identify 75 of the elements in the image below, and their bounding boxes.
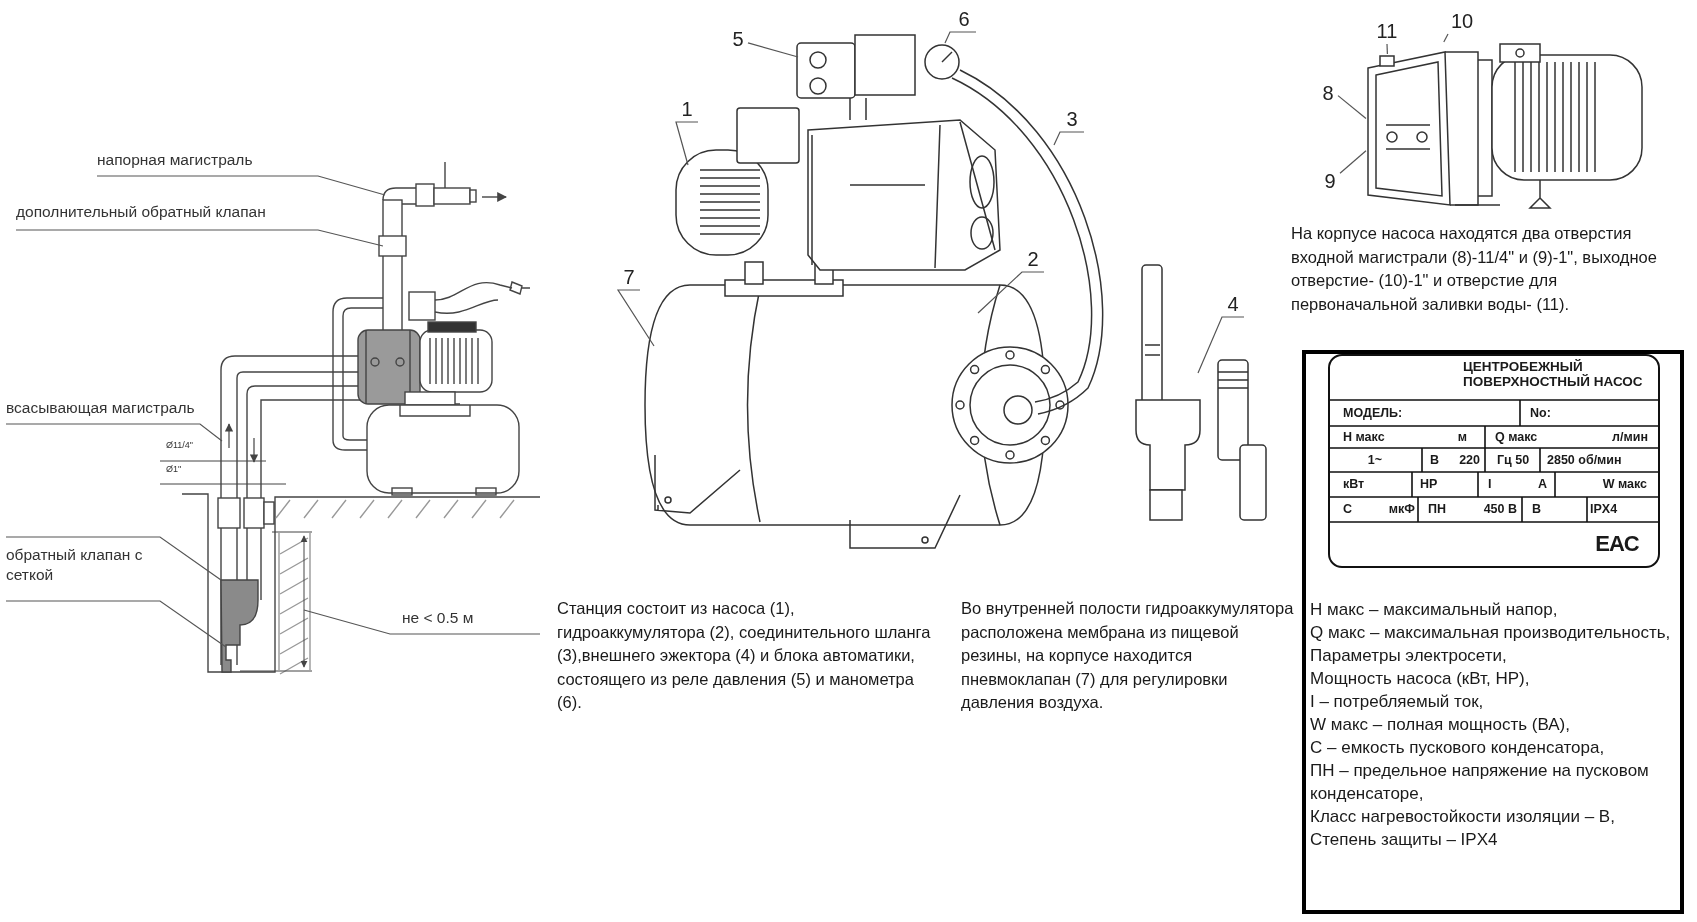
callout-number: 7 xyxy=(618,264,640,290)
spec-unit: HP xyxy=(1420,476,1438,492)
leader-line xyxy=(15,229,384,247)
leader-line xyxy=(1386,43,1388,55)
leader-line xyxy=(747,42,799,58)
explanation-text: W макс – полная мощность (ВА), xyxy=(1310,714,1571,736)
spec-value: В xyxy=(1532,501,1542,517)
info-panel xyxy=(1302,350,1684,914)
dimension-label: Ø1" xyxy=(166,464,182,475)
explanation-text: Мощность насоса (кВт, HP), xyxy=(1310,668,1531,690)
callout-number: 5 xyxy=(728,26,748,52)
callout-number: 4 xyxy=(1222,291,1244,317)
leader-line xyxy=(675,121,699,166)
spec-unit: л/мин xyxy=(1612,429,1648,445)
leader-line xyxy=(5,536,222,581)
spec-label: Н макс xyxy=(1343,429,1385,445)
callout-label: напорная магистраль xyxy=(97,150,322,176)
spec-label: ПН xyxy=(1428,501,1446,517)
leader-line xyxy=(1197,316,1245,374)
leader-line xyxy=(1053,131,1085,146)
dimension-label: Ø11/4" xyxy=(166,440,194,451)
leader-line xyxy=(96,175,386,196)
explanation-text: Q макс – максимальная производительность, xyxy=(1310,622,1672,644)
description-text: Во внутренней полости гидроаккумулятора расположена мембрана из пищевой резины, на корпусе находится пневмоклапан (7) для регулировки давления воздуха. xyxy=(961,598,1295,713)
spec-unit: м xyxy=(1457,429,1467,445)
spec-label: С xyxy=(1343,501,1353,517)
description-text: Станция состоит из насоса (1), гидроаккумулятора (2), соединительного шланга (3),внешнего эжектора (4) и блока автоматики, состоящего из реле давления (5) и манометра (6). xyxy=(557,598,932,713)
spec-unit: кВт xyxy=(1343,476,1365,492)
callout-number: 2 xyxy=(1022,246,1044,272)
callout-label: дополнительный обратный клапан xyxy=(16,202,318,230)
spec-label: МОДЕЛЬ: xyxy=(1343,405,1403,421)
spec-label: No: xyxy=(1530,405,1551,421)
explanation-text: Н макс – максимальный напор, xyxy=(1310,599,1559,621)
spec-value: 1~ xyxy=(1367,452,1383,468)
explanation-text: I – потребляемый ток, xyxy=(1310,691,1485,713)
spec-unit: A xyxy=(1537,476,1547,492)
callout-number: 10 xyxy=(1448,8,1476,34)
spec-value: 450 В xyxy=(1483,501,1517,517)
callout-number: 8 xyxy=(1318,80,1338,106)
leader-line xyxy=(616,289,655,347)
spec-value: IPX4 xyxy=(1590,501,1618,517)
description-text: На корпусе насоса находятся два отверстия входной магистрали (8)-11/4" и (9)-1", выходное отверстие- (10)-1" и отверстие для первоначальной заливки воды- (11). xyxy=(1291,223,1658,315)
leader-line xyxy=(303,609,541,635)
explanation-text: Степень защиты – IPX4 xyxy=(1310,829,1499,851)
callout-number: 1 xyxy=(676,96,698,122)
rating-plate xyxy=(1328,354,1660,568)
callout-label: всасывающая магистраль xyxy=(6,398,202,424)
explanation-text: Параметры электросети, xyxy=(1310,645,1508,667)
leader-line xyxy=(1443,33,1449,43)
spec-label: W макс xyxy=(1602,476,1647,492)
leader-line xyxy=(5,600,227,648)
spec-value: 2850 об/мин xyxy=(1547,452,1622,468)
plate-title: ЦЕНТРОБЕЖНЫЙ ПОВЕРХНОСТНЫЙ НАСОС xyxy=(1463,359,1644,389)
spec-unit: мкФ xyxy=(1388,501,1415,517)
callout-number: 9 xyxy=(1320,168,1340,194)
leader-line xyxy=(977,271,1045,314)
leader-line xyxy=(1337,95,1367,120)
leader-line xyxy=(1339,150,1367,174)
leader-line xyxy=(5,423,223,442)
spec-unit: В xyxy=(1430,452,1440,468)
callout-label: обратный клапан с сеткой xyxy=(6,537,158,601)
spec-label: Q макс xyxy=(1495,429,1538,445)
spec-value: 220 xyxy=(1459,452,1480,468)
callout-number: 11 xyxy=(1374,18,1400,44)
certification-mark: EAC xyxy=(1595,531,1639,557)
dimension-label: не < 0.5 м xyxy=(390,608,540,634)
explanation-text: С – емкость пускового конденсатора, xyxy=(1310,737,1606,759)
pump-side-view-drawing xyxy=(1366,42,1644,212)
spec-label: I xyxy=(1488,476,1492,492)
explanation-text: ПН – предельное напряжение на пусковом конденсаторе, xyxy=(1310,760,1650,805)
callout-number: 3 xyxy=(1060,106,1084,132)
leader-line xyxy=(944,31,977,44)
callout-number: 6 xyxy=(952,6,976,32)
spec-value: Гц 50 xyxy=(1497,452,1530,468)
explanation-text: Класс нагревостойкости изоляции – В, xyxy=(1310,806,1616,828)
